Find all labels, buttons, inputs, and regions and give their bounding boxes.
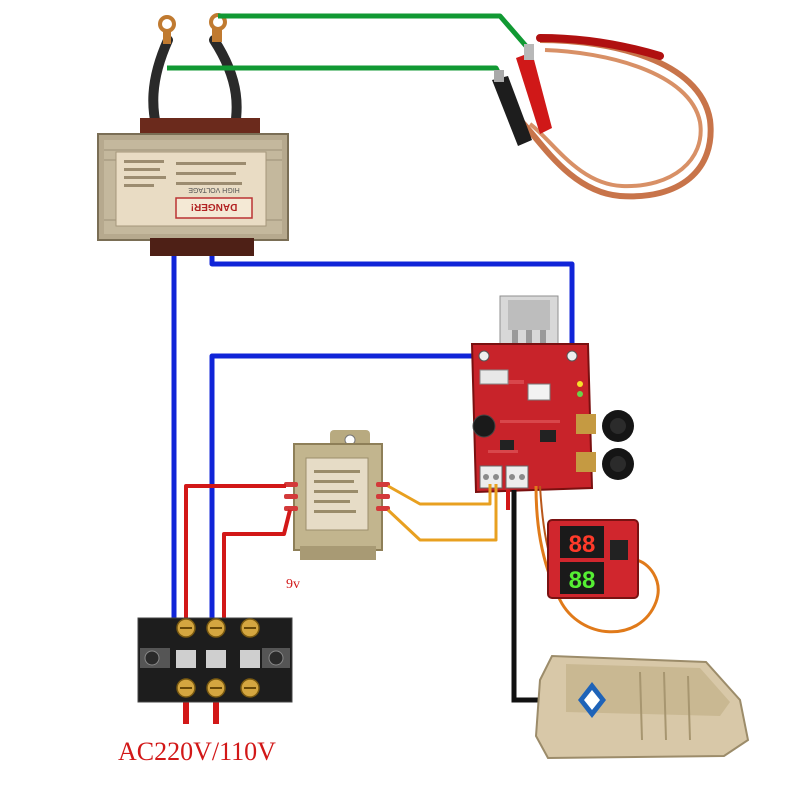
- potentiometer-top: [576, 410, 634, 442]
- pedal-logo-icon: [578, 682, 606, 718]
- transformer-danger-label: DANGER!: [191, 201, 238, 212]
- display-bottom-readout: 88: [569, 567, 596, 594]
- potentiometer-bottom: [576, 448, 634, 480]
- red-wire-primary-b: [222, 509, 292, 634]
- secondary-lug-left: [158, 15, 176, 33]
- orange-wires: [386, 484, 498, 542]
- foot-pedal: [534, 654, 750, 760]
- pcb-terminal-blocks: [479, 465, 529, 489]
- red-wires: [183, 484, 292, 724]
- blue-wire-terminal-to-board: [209, 353, 484, 634]
- display-top-readout: 88: [569, 531, 596, 558]
- small-transformer-voltage-label: 9v: [286, 577, 300, 592]
- red-electrode-pen: [516, 52, 552, 134]
- green-wire-bottom: [167, 65, 503, 78]
- orange-wire-a: [387, 484, 492, 506]
- terminal-screws: [176, 618, 260, 698]
- red-electrode-cable: [536, 34, 664, 60]
- welding-pens: [492, 34, 714, 200]
- blue-wires: [171, 256, 575, 634]
- black-electrode-pen: [492, 76, 532, 146]
- red-wire-primary-a: [184, 484, 286, 634]
- blue-wire-primary-to-board: [209, 256, 575, 352]
- small-transformer: 9v: [284, 430, 390, 592]
- capacitor: [472, 414, 496, 438]
- green-wire-top: [218, 13, 528, 48]
- power-input-label: AC220V/110V: [118, 737, 276, 766]
- display-module: 88 88: [534, 485, 660, 634]
- main-transformer: DANGER! HIGH VOLTAGE: [97, 13, 289, 256]
- orange-wire-b: [386, 484, 498, 542]
- terminal-block: [137, 617, 293, 703]
- control-board: [470, 295, 634, 494]
- display-ribbon-cable: [534, 485, 660, 634]
- transformer-high-voltage-label: HIGH VOLTAGE: [188, 186, 240, 193]
- foot-switch-wire: [511, 490, 548, 703]
